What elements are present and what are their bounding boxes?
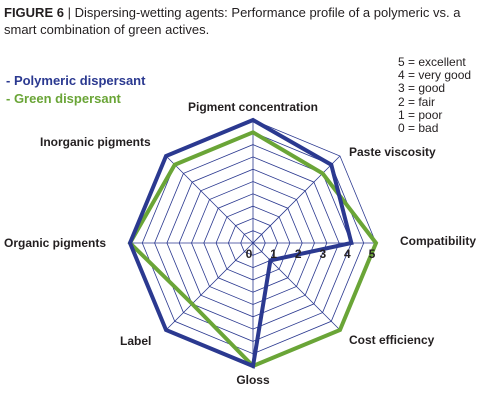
scale-key-2: 2 = fair <box>398 94 436 109</box>
radar-grid <box>129 119 377 367</box>
axis-label-inorganic-pigments: Inorganic pigments <box>40 135 151 149</box>
tick-label: 1 <box>270 247 277 261</box>
grid-spoke <box>165 155 254 244</box>
tick-label: 2 <box>295 247 302 261</box>
legend-item-green: - Green dispersant <box>6 91 121 106</box>
legend: - Polymeric dispersant - Green dispersan… <box>6 72 145 108</box>
figure-caption: FIGURE 6 | Dispersing-wetting agents: Pe… <box>4 4 494 38</box>
radar-axis-labels: Compatibility Paste viscosity Pigment conc… <box>4 100 476 387</box>
axis-label-organic-pigments: Organic pigments <box>4 236 106 250</box>
series-polymeric-line <box>127 117 354 369</box>
radar-tick-labels: 0 1 2 3 4 5 <box>246 247 376 261</box>
scale-key: 5 = excellent 4 = very good 3 = good 2 =… <box>398 55 472 136</box>
axis-label-pigment-concentration: Pigment concentration <box>188 100 318 114</box>
scale-key-5: 5 = excellent <box>398 55 466 69</box>
axis-label-compatibility: Compatibility <box>400 234 476 248</box>
axis-label-cost-efficiency: Cost efficiency <box>349 333 435 347</box>
tick-label: 5 <box>369 247 376 261</box>
axis-label-gloss: Gloss <box>236 373 270 387</box>
figure-caption-line1: Dispersing-wetting agents: Performance p… <box>74 5 461 20</box>
axis-label-paste-viscosity: Paste viscosity <box>349 145 436 159</box>
scale-key-3: 3 = good <box>398 81 446 96</box>
tick-label: 3 <box>319 247 326 261</box>
grid-spoke <box>252 155 341 244</box>
axis-label-label: Label <box>120 334 151 348</box>
scale-key-4: 4 = very good <box>398 68 472 83</box>
grid-spoke <box>252 242 341 331</box>
legend-item-polymeric: - Polymeric dispersant <box>6 73 146 88</box>
figure-caption-line2: smart combination of green actives. <box>4 22 210 37</box>
grid-spoke <box>165 242 254 331</box>
scale-key-1: 1 = poor <box>398 107 443 122</box>
radar-series <box>127 117 379 369</box>
tick-label: 0 <box>246 247 253 261</box>
figure-label: FIGURE 6 <box>4 5 64 20</box>
tick-label: 4 <box>344 247 351 261</box>
figure-separator: | <box>67 5 71 20</box>
scale-key-0: 0 = bad <box>398 121 439 136</box>
